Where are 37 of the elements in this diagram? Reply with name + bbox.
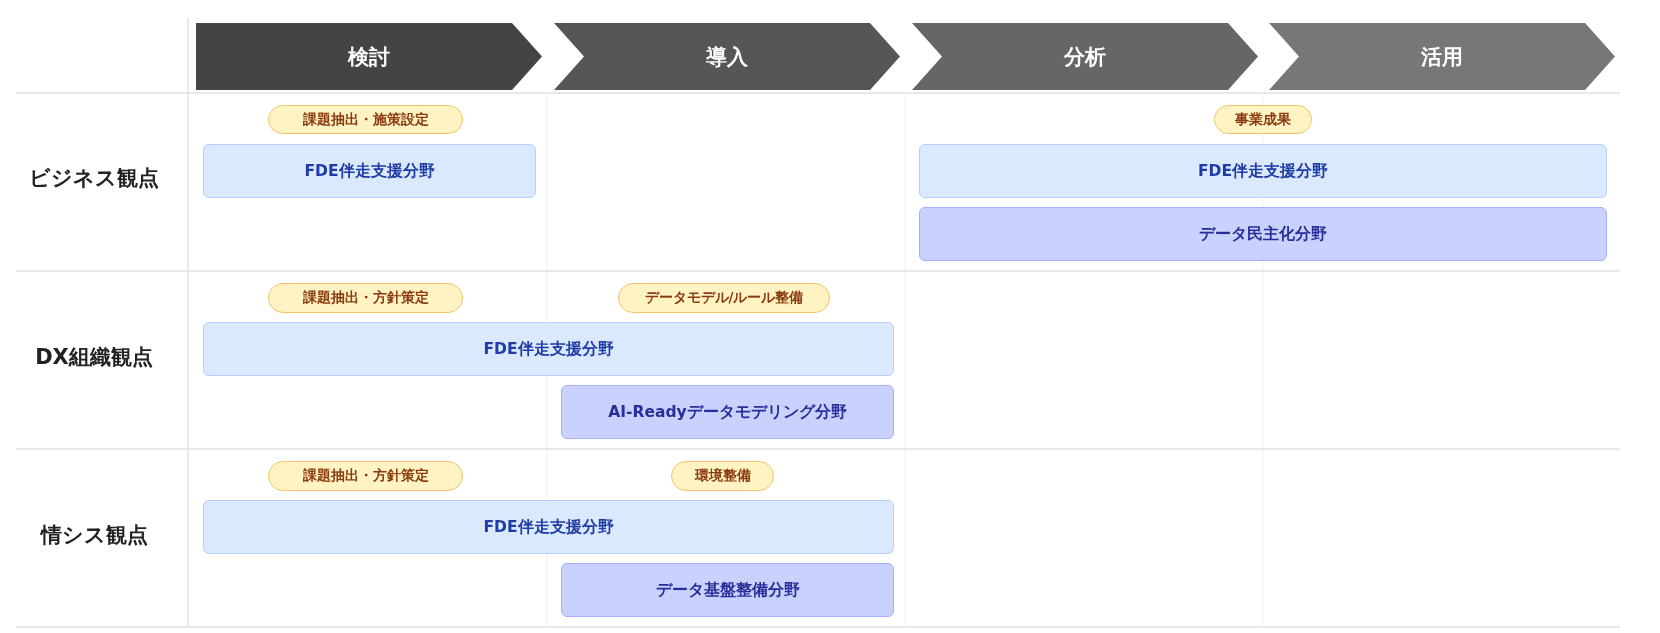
task-tag <box>268 105 463 134</box>
domain-label: FDE伴走支援分野 <box>483 338 614 360</box>
domain-bar <box>203 322 894 376</box>
row-header: DX組織観点 <box>35 344 153 371</box>
domain-bar <box>561 563 894 617</box>
task-tag <box>618 283 830 313</box>
tag-text: データモデル/ルール整備 <box>644 289 804 307</box>
tag-text: 課題抽出・方針策定 <box>302 289 429 307</box>
domain-label: FDE伴走支援分野 <box>304 160 435 182</box>
domain-label: データ基盤整備分野 <box>655 579 800 601</box>
domain-label: FDE伴走支援分野 <box>1197 160 1328 182</box>
tag-text: 課題抽出・方針策定 <box>302 467 429 485</box>
domain-label: FDE伴走支援分野 <box>483 516 614 538</box>
domain-label: データ民主化分野 <box>1199 223 1327 245</box>
domain-bar <box>919 207 1607 261</box>
task-tag <box>671 461 774 491</box>
tag-text: 課題抽出・施策設定 <box>302 110 429 129</box>
phase-label: 活用 <box>1421 43 1463 71</box>
phase-header <box>912 23 1258 90</box>
phase-header <box>1269 23 1615 90</box>
task-tag <box>268 283 463 313</box>
phase-label: 導入 <box>706 43 748 71</box>
task-tag <box>1214 105 1312 134</box>
domain-bar <box>203 144 536 198</box>
domain-bar <box>919 144 1607 198</box>
phase-label: 分析 <box>1064 43 1106 71</box>
row-header: 情シス観点 <box>40 522 148 549</box>
phase-header <box>196 23 542 90</box>
phase-label: 検討 <box>348 43 390 71</box>
task-tag <box>268 461 463 491</box>
phase-header <box>554 23 900 90</box>
domain-bar <box>561 385 894 439</box>
tag-text: 環境整備 <box>694 467 751 485</box>
row-header: ビジネス観点 <box>29 165 159 192</box>
tag-text: 事業成果 <box>1235 110 1291 129</box>
domain-bar <box>203 500 894 554</box>
domain-label: AI-Readyデータモデリング分野 <box>608 401 847 423</box>
